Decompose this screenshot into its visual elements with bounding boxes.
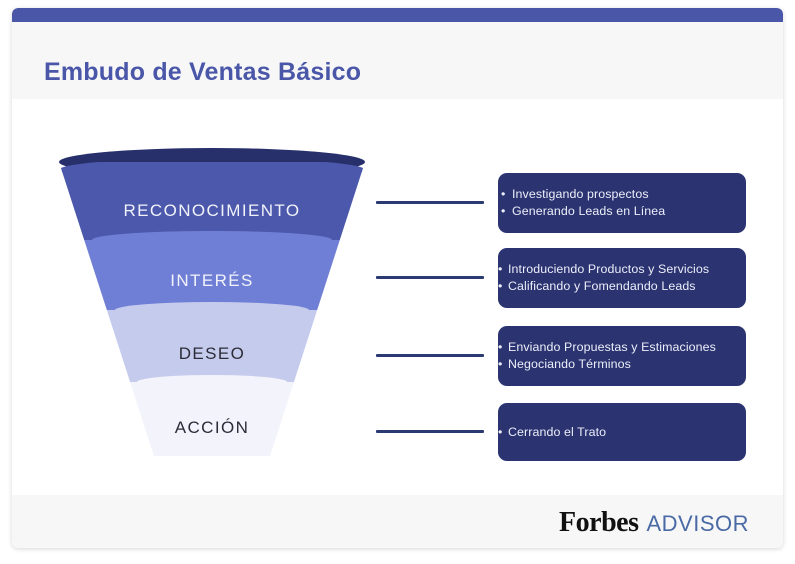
detail-item-text: Calificando y Fomendando Leads — [508, 279, 696, 293]
funnel-bottom-cap — [154, 444, 270, 456]
connector-line-1 — [376, 201, 484, 204]
funnel-stage-4-top-curve — [137, 375, 287, 389]
detail-box-3[interactable]: • Enviando Propuestas y Estimaciones • Neg… — [498, 326, 746, 386]
detail-item: • Introduciendo Productos y Servicios — [498, 261, 746, 278]
funnel-stage-3-top-curve — [115, 302, 309, 318]
detail-item-text: Investigando prospectos — [512, 187, 649, 201]
funnel-stage-1-label: RECONOCIMIENTO — [123, 201, 300, 220]
page-title: Embudo de Ventas Básico — [44, 58, 362, 86]
funnel-graphic: RECONOCIMIENTO INTERÉS DESEO ACCIÓN — [59, 148, 365, 456]
bullet-icon: • — [498, 262, 503, 276]
connector-line-2 — [376, 276, 484, 279]
detail-item: • Generando Leads en Línea — [498, 203, 746, 220]
detail-item-text: Cerrando el Trato — [508, 424, 607, 439]
slide-footer: Forbes ADVISOR — [12, 495, 783, 548]
diagram-stage: RECONOCIMIENTO INTERÉS DESEO ACCIÓN • Inv… — [12, 99, 783, 495]
accent-top-bar — [12, 8, 783, 22]
bullet-icon: • — [498, 424, 503, 439]
bullet-icon: • — [498, 279, 503, 293]
detail-item-text: Introduciendo Productos y Servicios — [508, 262, 710, 276]
detail-item-text: Negociando Términos — [508, 357, 631, 371]
detail-item-text: Generando Leads en Línea — [512, 204, 666, 218]
bullet-icon: • — [498, 357, 503, 371]
detail-item: • Calificando y Fomendando Leads — [498, 278, 746, 295]
funnel-stage-1-top-curve — [59, 162, 365, 182]
detail-item: • Negociando Términos — [498, 356, 746, 373]
sales-funnel: RECONOCIMIENTO INTERÉS DESEO ACCIÓN — [47, 144, 377, 474]
detail-item: • Enviando Propuestas y Estimaciones — [498, 339, 746, 356]
connector-line-3 — [376, 354, 484, 357]
forbes-advisor-logo: Forbes ADVISOR — [559, 507, 749, 539]
slide-header: Embudo de Ventas Básico — [12, 22, 783, 99]
bullet-icon: • — [498, 340, 503, 354]
forbes-wordmark: Forbes — [559, 507, 639, 538]
connector-line-4 — [376, 430, 484, 433]
funnel-stage-2-fill — [59, 240, 365, 310]
bullet-icon: • — [501, 187, 506, 201]
detail-item: • Investigando prospectos — [498, 186, 746, 203]
funnel-stage-3-label: DESEO — [179, 344, 246, 363]
advisor-wordmark: ADVISOR — [646, 511, 749, 536]
funnel-stage-2-top-curve — [92, 231, 332, 249]
bullet-icon: • — [501, 204, 506, 218]
detail-box-2[interactable]: • Introduciendo Productos y Servicios • Ca… — [498, 248, 746, 308]
funnel-stage-4-label: ACCIÓN — [175, 418, 250, 437]
funnel-stage-2-label: INTERÉS — [170, 271, 253, 290]
detail-item-text: Enviando Propuestas y Estimaciones — [508, 340, 716, 354]
detail-item: • Cerrando el Trato — [498, 424, 746, 441]
slide-card: Embudo de Ventas Básico — [12, 8, 783, 548]
detail-box-4[interactable]: • Cerrando el Trato — [498, 403, 746, 461]
detail-box-1[interactable]: • Investigando prospectos • Generando Lead… — [498, 173, 746, 233]
